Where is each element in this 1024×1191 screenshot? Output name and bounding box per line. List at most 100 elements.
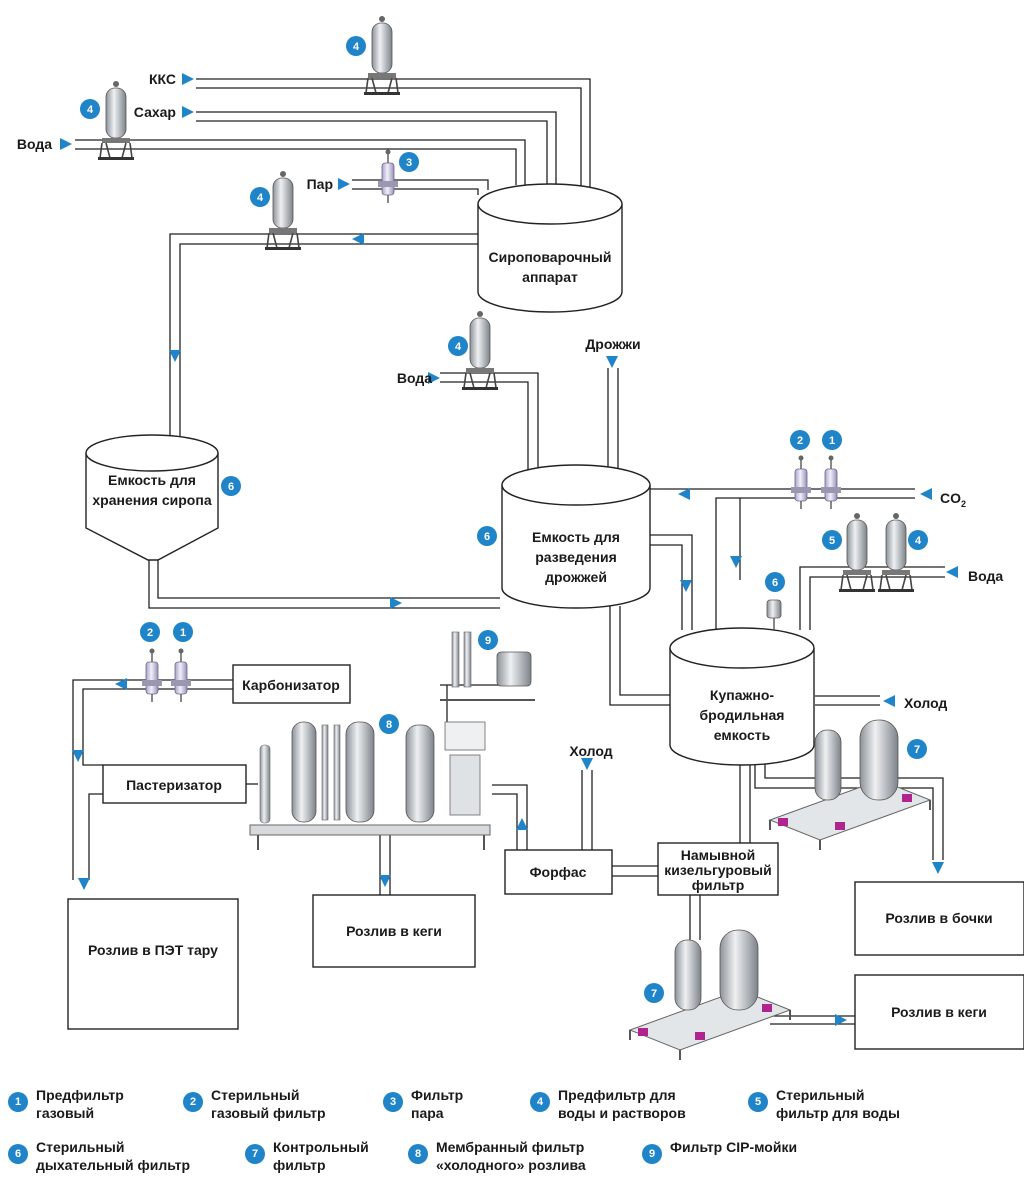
legend-text-9: Фильтр CIP-мойки	[670, 1139, 798, 1155]
syrup-storage-label-1: Емкость для	[108, 472, 196, 488]
output-kegs-a-label: Розлив в кеги	[346, 923, 442, 939]
input-water-right: Вода	[968, 568, 1003, 584]
cip-filter-icon	[440, 631, 535, 701]
carbonizer-label: Карбонизатор	[242, 677, 340, 693]
svg-text:6: 6	[772, 577, 778, 589]
syrup-storage-tank: Емкость для хранения сиропа	[85, 434, 219, 561]
svg-text:1: 1	[829, 435, 835, 447]
kieselguhr-label-1: Намывной	[681, 847, 755, 863]
svg-text:4: 4	[455, 341, 462, 353]
badge-icon: 7	[907, 739, 927, 759]
pasteurizer-box: Пастеризатор	[102, 764, 247, 804]
kieselguhr-label-3: фильтр	[692, 877, 745, 893]
syrup-cooker: Сироповарочный аппарат	[477, 183, 623, 313]
svg-text:8: 8	[386, 719, 392, 731]
output-barrels: Розлив в бочки	[854, 881, 1024, 956]
svg-text:9: 9	[485, 635, 491, 647]
output-kegs-b: Розлив в кеги	[854, 974, 1024, 1050]
badge-icon: 5	[748, 1092, 768, 1112]
input-kks: ККС	[149, 71, 176, 87]
badge-icon: 1	[173, 622, 193, 642]
svg-text:3: 3	[406, 157, 412, 169]
badge-icon: 2	[140, 622, 160, 642]
syrup-cooker-label-2: аппарат	[522, 269, 578, 285]
badge-icon: 4	[250, 187, 270, 207]
badge-icon: 4	[80, 99, 100, 119]
badge-icon: 3	[399, 152, 419, 172]
output-pet-label: Розлив в ПЭТ тару	[88, 942, 218, 958]
badge-icon: 4	[530, 1092, 550, 1112]
forfas-label: Форфас	[530, 864, 587, 880]
badge-icon: 8	[408, 1144, 428, 1164]
svg-text:6: 6	[484, 531, 490, 543]
badge-icon: 1	[8, 1092, 28, 1112]
input-water-top: Вода	[17, 136, 52, 152]
legend-item-7: 7 Контрольный фильтр	[245, 1138, 369, 1174]
output-kegs-b-label: Розлив в кеги	[891, 1004, 987, 1020]
legend-text-7: Контрольный фильтр	[273, 1139, 369, 1173]
legend-item-8: 8 Мембранный фильтр «холодного» розлива	[408, 1138, 586, 1174]
svg-text:4: 4	[257, 192, 264, 204]
input-water-yeast: Вода	[397, 370, 432, 386]
syrup-cooker-label-1: Сироповарочный	[489, 249, 612, 265]
breathing-filter-icon	[766, 599, 782, 630]
pipes	[72, 78, 945, 1025]
yeast-tank-label-3: дрожжей	[545, 569, 607, 585]
yeast-tank-label-2: разведения	[535, 549, 617, 565]
svg-text:4: 4	[353, 41, 360, 53]
badge-icon: 6	[765, 572, 785, 592]
fermenter-label-1: Купажно-	[710, 687, 775, 703]
syrup-storage-label-2: хранения сиропа	[92, 492, 211, 508]
legend-item-3: 3 Фильтр пара	[383, 1086, 463, 1122]
legend-item-6: 6 Стерильный дыхательный фильтр	[8, 1138, 190, 1174]
legend-text-4: Предфильтр для воды и растворов	[558, 1087, 686, 1121]
input-steam: Пар	[307, 176, 333, 192]
legend-text-2: Стерильный газовый фильтр	[211, 1087, 326, 1121]
legend-item-4: 4 Предфильтр для воды и растворов	[530, 1086, 686, 1122]
svg-text:7: 7	[651, 988, 657, 1000]
badge-icon: 1	[822, 430, 842, 450]
svg-text:1: 1	[180, 627, 186, 639]
badge-icon: 6	[477, 526, 497, 546]
fermenter-tank: Купажно- бродильная емкость	[669, 627, 815, 766]
legend-item-2: 2 Стерильный газовый фильтр	[183, 1086, 326, 1122]
fermenter-label-3: емкость	[714, 727, 771, 743]
input-sugar: Сахар	[134, 104, 176, 120]
legend: 1 Предфильтр газовый 2 Стерильный газовы…	[0, 1080, 1024, 1191]
badge-icon: 3	[383, 1092, 403, 1112]
process-diagram: Сироповарочный аппарат Емкость для хране…	[17, 15, 1024, 1061]
badge-icon: 2	[183, 1092, 203, 1112]
membrane-filter-skid-icon	[249, 721, 491, 850]
badge-icon: 2	[790, 430, 810, 450]
output-barrels-label: Розлив в бочки	[885, 910, 992, 926]
input-cold-fermenter: Холод	[904, 695, 947, 711]
badge-icon: 9	[642, 1144, 662, 1164]
badge-icon: 5	[822, 530, 842, 550]
svg-text:5: 5	[829, 535, 835, 547]
input-co2-sub: 2	[961, 499, 966, 509]
legend-item-1: 1 Предфильтр газовый	[8, 1086, 124, 1122]
svg-text:7: 7	[914, 744, 920, 756]
forfas-box: Форфас	[504, 849, 613, 895]
pasteurizer-label: Пастеризатор	[126, 777, 222, 793]
input-cold-forfas: Холод	[569, 743, 612, 759]
badge-icon: 4	[346, 36, 366, 56]
legend-item-9: 9 Фильтр CIP-мойки	[642, 1138, 797, 1164]
badge-icon: 4	[908, 530, 928, 550]
badge-icon: 7	[644, 983, 664, 1003]
input-co2-main: CO	[940, 490, 961, 506]
yeast-tank-label-1: Емкость для	[532, 529, 620, 545]
legend-text-6: Стерильный дыхательный фильтр	[36, 1139, 190, 1173]
carbonizer-box: Карбонизатор	[232, 664, 351, 704]
yeast-tank: Емкость для разведения дрожжей	[501, 464, 651, 609]
fermenter-label-2: бродильная	[700, 707, 785, 723]
output-kegs-a: Розлив в кеги	[312, 894, 476, 968]
badge-icon: 6	[221, 476, 241, 496]
badge-icon: 8	[379, 714, 399, 734]
badge-icon: 6	[8, 1144, 28, 1164]
kieselguhr-label-2: кизельгуровый	[664, 862, 771, 878]
legend-text-1: Предфильтр газовый	[36, 1087, 124, 1121]
svg-text:2: 2	[797, 435, 803, 447]
input-yeast: Дрожжи	[585, 336, 640, 352]
badge-icon: 9	[478, 630, 498, 650]
